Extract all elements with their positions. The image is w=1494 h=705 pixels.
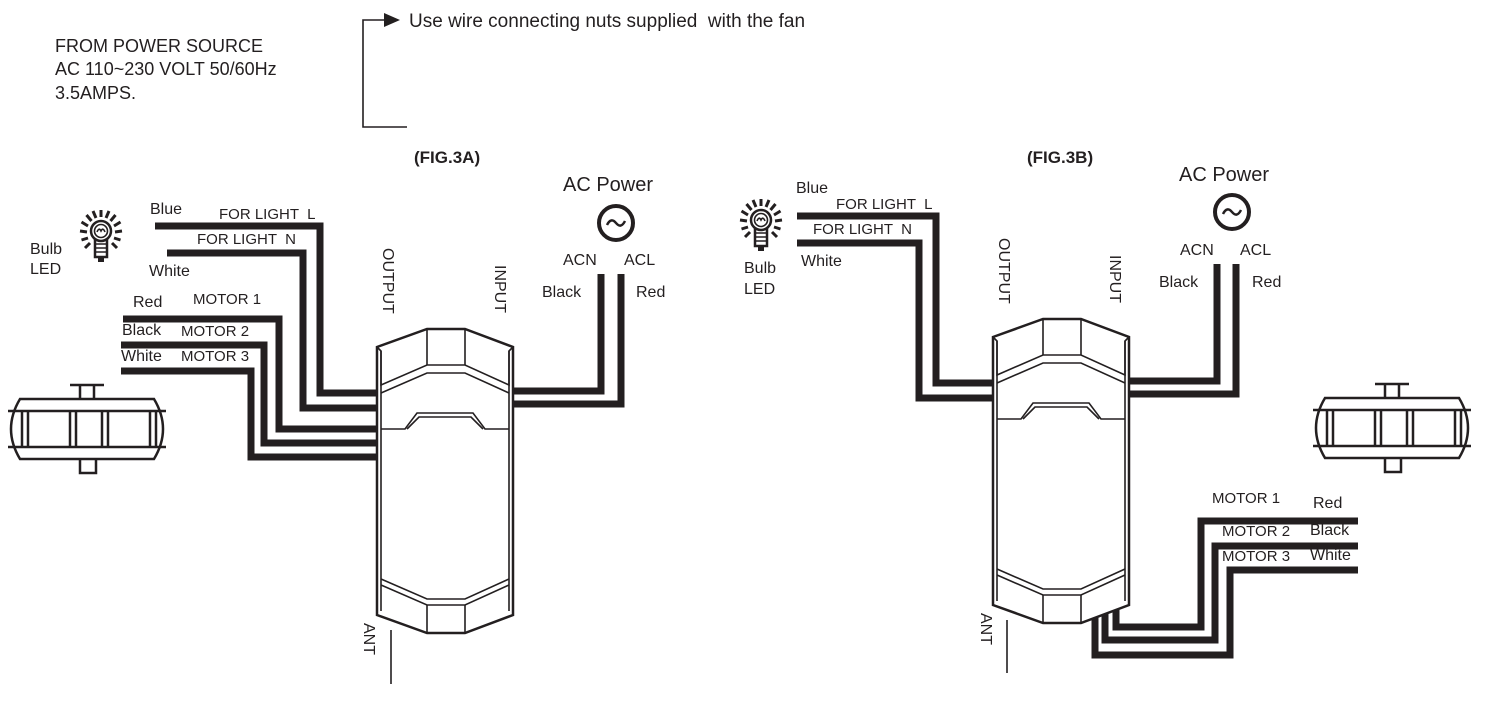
figure-3b: (FIG.3B) AC Power ACN ACL Black Red OUTP… <box>738 148 1473 673</box>
acn-label: ACN <box>1180 242 1214 259</box>
acl-label: ACL <box>1240 242 1271 259</box>
output-label: OUTPUT <box>995 238 1012 304</box>
receiver-module <box>991 317 1131 625</box>
motor-1-label: MOTOR 1 <box>1212 490 1280 507</box>
figure-title: (FIG.3A) <box>414 148 480 167</box>
motor-3-color: White <box>1310 547 1351 564</box>
motor-2-label: MOTOR 2 <box>181 323 249 340</box>
motor-3-label: MOTOR 3 <box>1222 548 1290 565</box>
input-label: INPUT <box>491 265 508 313</box>
motor-1-color: Red <box>133 294 162 311</box>
acl-label: ACL <box>624 252 655 269</box>
motor-3-color: White <box>121 348 162 365</box>
motor-1-label: MOTOR 1 <box>193 291 261 308</box>
light-wire-color-white: White <box>801 253 842 270</box>
motor-wire-2 <box>121 341 378 447</box>
antenna-label: ANT <box>977 613 994 645</box>
motor-wire-2 <box>1101 542 1358 644</box>
input-wire-acl <box>1129 264 1240 398</box>
instruction-text: Use wire connecting nuts supplied with t… <box>409 11 805 32</box>
ac-power-label: AC Power <box>1179 164 1269 186</box>
ac-power-label: AC Power <box>563 174 653 196</box>
light-wire-n <box>797 239 994 402</box>
led-label: LED <box>30 261 61 278</box>
figure-3a: (FIG.3A) AC Power ACN ACL Black Red OUTP… <box>6 148 665 684</box>
light-wire-color-blue: Blue <box>150 201 182 218</box>
power-source-note: FROM POWER SOURCE AC 110~230 VOLT 50/60H… <box>55 36 277 103</box>
instruction-callout: Use wire connecting nuts supplied with t… <box>362 11 805 128</box>
light-l-label: FOR LIGHT L <box>219 206 315 223</box>
light-wire-n <box>167 249 378 412</box>
led-bulb-icon <box>78 208 124 264</box>
motor-2-color: Black <box>1310 522 1350 539</box>
acn-label: ACN <box>563 252 597 269</box>
light-l-label: FOR LIGHT L <box>836 196 932 213</box>
motor-3-label: MOTOR 3 <box>181 348 249 365</box>
motor-2-color: Black <box>122 322 162 339</box>
arrow-right-icon <box>384 13 400 27</box>
input-label: INPUT <box>1106 255 1123 303</box>
light-n-label: FOR LIGHT N <box>197 231 296 248</box>
input-wire-color-red: Red <box>636 284 665 301</box>
light-wire-color-blue: Blue <box>796 180 828 197</box>
light-wire-l <box>155 222 378 397</box>
light-n-label: FOR LIGHT N <box>813 221 912 238</box>
light-wire-color-white: White <box>149 263 190 280</box>
input-wire-color-black: Black <box>1159 274 1199 291</box>
input-wire-acl <box>513 274 625 408</box>
callout-bracket <box>362 19 407 128</box>
motor-1-color: Red <box>1313 495 1342 512</box>
ac-sine-source-icon <box>597 204 635 242</box>
bulb-label: Bulb <box>30 241 62 258</box>
input-wire-acn <box>1129 264 1221 385</box>
led-label: LED <box>744 281 775 298</box>
fan-motor-icon <box>6 383 168 475</box>
motor-2-label: MOTOR 2 <box>1222 523 1290 540</box>
input-wire-acn <box>513 274 605 395</box>
motor-wire-3 <box>121 367 384 461</box>
input-wire-color-red: Red <box>1252 274 1281 291</box>
fan-motor-icon <box>1311 382 1473 474</box>
output-label: OUTPUT <box>379 248 396 314</box>
antenna-label: ANT <box>360 623 377 655</box>
ac-sine-source-icon <box>1213 193 1251 231</box>
motor-wire-1 <box>1112 517 1358 631</box>
motor-wire-1 <box>123 315 378 433</box>
power-source-line-3: 3.5AMPS. <box>55 83 136 103</box>
power-source-line-2: AC 110~230 VOLT 50/60Hz <box>55 59 277 79</box>
light-wire-l <box>797 212 994 387</box>
input-wire-color-black: Black <box>542 284 582 301</box>
led-bulb-icon <box>738 197 784 253</box>
receiver-module <box>375 327 515 635</box>
figure-title: (FIG.3B) <box>1027 148 1093 167</box>
motor-wire-3 <box>1091 566 1358 659</box>
bulb-label: Bulb <box>744 260 776 277</box>
power-source-line-1: FROM POWER SOURCE <box>55 36 263 56</box>
